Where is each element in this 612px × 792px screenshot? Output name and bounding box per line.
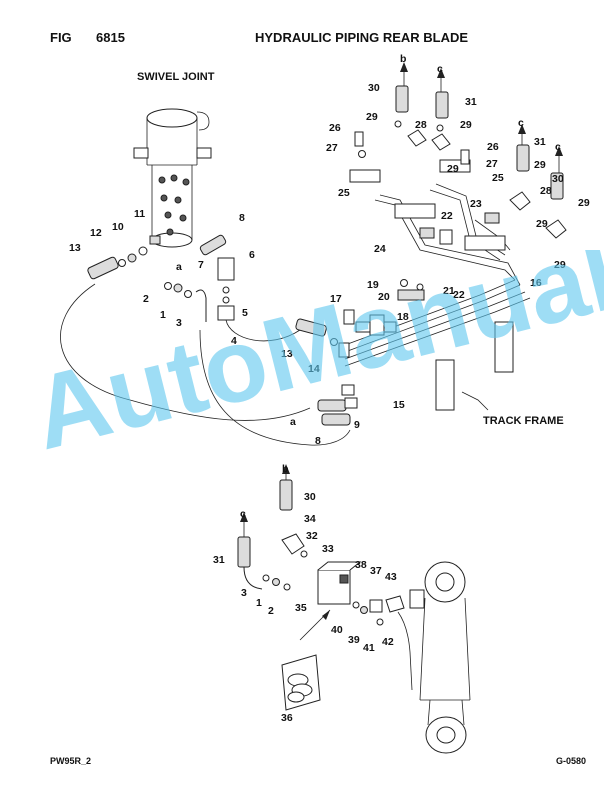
callout-35: 35 [295,602,307,614]
callout-30-3: 30 [304,491,316,503]
callout-29-4: 29 [534,159,546,171]
callout-9: 9 [354,419,360,431]
hose-8-mid [225,319,301,342]
callout-34: 34 [304,513,316,525]
drawing-code: G-0580 [556,756,587,766]
callout-18: 18 [397,311,409,323]
callout-28-2: 28 [540,185,552,197]
callout-6: 6 [249,249,255,261]
callout-36: 36 [281,712,293,724]
callout-17: 17 [330,293,342,305]
callout-30-2: 30 [552,173,564,185]
callout-8-2: 8 [315,435,321,447]
callout-25-2: 25 [492,172,504,184]
callout-29-6: 29 [578,197,590,209]
callout-32: 32 [306,530,318,542]
hose-13-left [60,283,311,421]
callout-1: 1 [160,309,166,321]
callout-22-2: 22 [453,289,465,301]
callout-27: 27 [326,142,338,154]
connection-c-2: c [518,117,524,129]
connection-c: c [437,63,443,75]
callout-27-2: 27 [486,158,498,170]
callout-12: 12 [90,227,102,239]
connection-b: b [400,53,406,65]
callout-19: 19 [367,279,379,291]
callout-25: 25 [338,187,350,199]
callout-43: 43 [385,571,397,583]
callout-40: 40 [331,624,343,636]
callout-29-7: 29 [554,259,566,271]
callout-38: 38 [355,559,367,571]
swivel-joint-label: SWIVEL JOINT [137,71,215,83]
callout-29-5: 29 [536,218,548,230]
callout-30: 30 [368,82,380,94]
seal-kit-36 [281,609,331,711]
callout-8: 8 [239,212,245,224]
callout-28: 28 [415,119,427,131]
connection-a-2: a [290,416,296,428]
connection-c-4: c [240,508,246,520]
callout-31-3: 31 [213,554,225,566]
callout-20: 20 [378,291,390,303]
callout-13-2: 13 [281,348,293,360]
callout-29-2: 29 [460,119,472,131]
fig-number: 6815 [96,30,125,45]
callout-41: 41 [363,642,375,654]
callout-16: 16 [530,277,542,289]
callout-4: 4 [231,335,237,347]
valve-assembly [237,479,413,691]
callout-13: 13 [69,242,81,254]
swivel-joint-drawing [133,108,212,248]
callout-7: 7 [198,259,204,271]
callout-39: 39 [348,634,360,646]
callout-2: 2 [143,293,149,305]
swivel-left-fittings [87,234,235,322]
callout-42: 42 [382,636,394,648]
callout-3-2: 3 [241,587,247,599]
connection-c-3: c [555,141,561,153]
callout-33: 33 [322,543,334,555]
callout-37: 37 [370,565,382,577]
callout-29: 29 [366,111,378,123]
upper-fittings [354,85,567,245]
fig-prefix: FIG [50,30,72,45]
hose-13-lower [199,329,351,446]
callout-21: 21 [443,285,455,297]
callout-31: 31 [465,96,477,108]
callout-2-2: 2 [268,605,274,617]
connection-a: a [176,261,182,273]
callout-15: 15 [393,399,405,411]
callout-22: 22 [441,210,453,222]
model-code: PW95R_2 [50,756,92,766]
callout-5: 5 [242,307,248,319]
callout-24: 24 [374,243,386,255]
callout-26-2: 26 [487,141,499,153]
callout-29-3: 29 [447,163,459,175]
callout-11: 11 [134,208,145,220]
callout-14: 14 [308,363,320,375]
callout-1-2: 1 [256,597,262,609]
page-title: HYDRAULIC PIPING REAR BLADE [255,30,469,45]
track-frame-label: TRACK FRAME [483,415,564,427]
callout-26: 26 [329,122,341,134]
rear-blade-cylinder [409,561,471,754]
callout-10: 10 [112,221,124,233]
connection-letters: a a b b c c c c [176,53,561,520]
callout-3: 3 [176,317,182,329]
callout-31-2: 31 [534,136,546,148]
callout-23: 23 [470,198,482,210]
connection-b-2: b [282,463,288,475]
